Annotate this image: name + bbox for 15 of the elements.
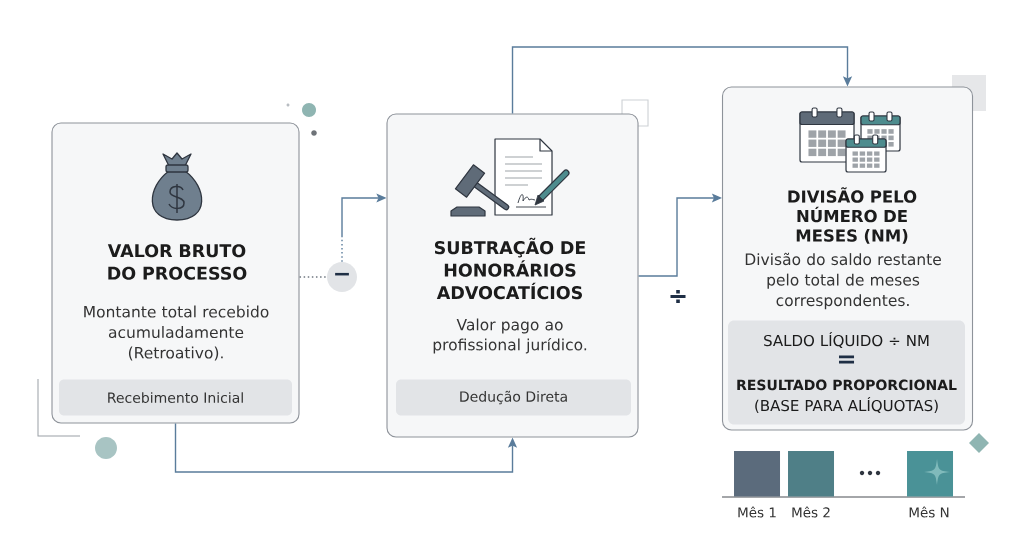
dotted-line	[298, 276, 328, 278]
card-heading: SUBTRAÇÃO DE HONORÁRIOS ADVOCATÍCIOS	[434, 237, 586, 300]
card-description: Divisão do saldo restante pelo total de meses correspondentes.	[745, 252, 941, 310]
card-description: Montante total recebido acumuladamente (Retroativo).	[84, 305, 269, 361]
month-label: Mês N	[909, 506, 949, 518]
footer-band: Recebimento Inicial	[59, 379, 292, 416]
card-heading: VALOR BRUTO DO PROCESSO	[107, 244, 247, 280]
formula-box: SALDO LÍQUIDO ÷ NM = RESULTADO PROPORCIONAL (BASE PARA ALÍQUOTAS)	[728, 320, 965, 425]
month-label: Mês 2	[792, 506, 830, 518]
footer-band: Dedução Direta	[396, 379, 631, 416]
edge-label: ÷	[666, 289, 690, 305]
month-label: Mês 1	[738, 506, 776, 518]
card-description: Valor pago ao profissional jurídico.	[433, 318, 587, 354]
arrow	[511, 46, 853, 115]
card-heading: DIVISÃO PELO NÚMERO DE MESES (NM)	[788, 187, 917, 244]
